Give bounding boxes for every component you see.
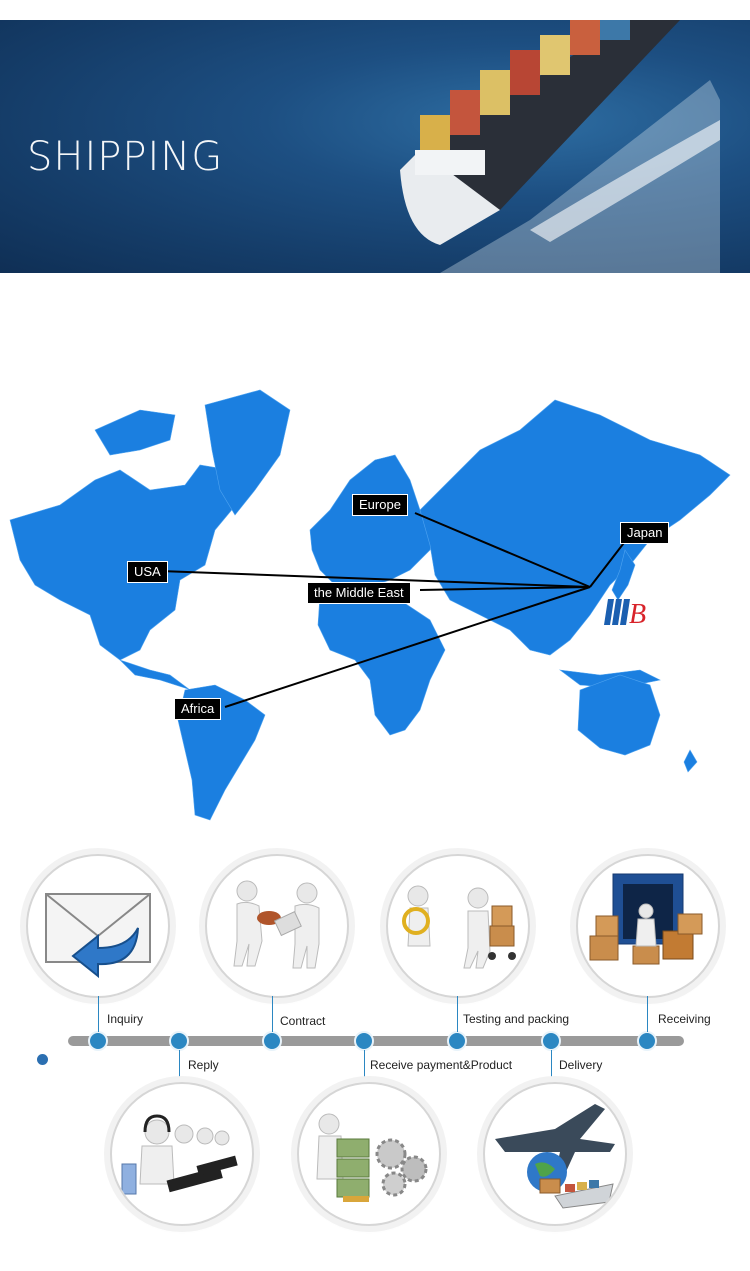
process-timeline: [68, 1036, 684, 1046]
dot-delivery: [541, 1031, 561, 1051]
new-zealand-shape: [683, 749, 698, 773]
dot-inquiry: [88, 1031, 108, 1051]
europe-shape: [309, 454, 441, 591]
timeline-start-dot: [37, 1054, 48, 1065]
container-boxes-icon: [589, 873, 703, 965]
cargo-ship-icon: [400, 20, 720, 273]
banner-title: SHIPPING: [27, 134, 224, 180]
dot-payment: [354, 1031, 374, 1051]
stem-testing: [457, 996, 458, 1032]
magnifier-cart-icon: [402, 885, 516, 969]
step-testing-image: [386, 854, 530, 998]
australia-shape: [577, 674, 661, 756]
label-payment: Receive payment&Product: [370, 1058, 513, 1072]
email-reply-icon: [45, 893, 151, 979]
call-center-icon: [121, 1114, 238, 1195]
label-receiving: Receiving: [658, 1012, 711, 1026]
plane-ship-icon: [495, 1104, 615, 1209]
stem-payment: [364, 1050, 365, 1080]
label-testing: Testing and packing: [463, 1012, 570, 1026]
north-america-shape: [9, 464, 241, 661]
money-gears-icon: [316, 1113, 428, 1202]
dot-testing: [447, 1031, 467, 1051]
handshake-stamp-icon: [233, 880, 320, 969]
world-map: [9, 389, 731, 821]
label-europe: Europe: [352, 494, 408, 516]
step-receiving-image: [576, 854, 720, 998]
company-logo: B: [604, 599, 646, 627]
stem-contract: [272, 996, 273, 1032]
stem-receiving: [647, 996, 648, 1032]
label-middle-east: the Middle East: [307, 582, 411, 604]
step-reply-image: [110, 1082, 254, 1226]
dot-contract: [262, 1031, 282, 1051]
label-reply: Reply: [188, 1058, 219, 1072]
step-payment-image: [297, 1082, 441, 1226]
step-delivery-image: [483, 1082, 627, 1226]
shipping-banner: SHIPPING: [0, 20, 750, 273]
arctic-islands-shape: [94, 409, 176, 456]
stem-reply: [179, 1050, 180, 1080]
label-usa: USA: [127, 561, 168, 583]
label-japan: Japan: [620, 522, 670, 544]
dot-receiving: [637, 1031, 657, 1051]
stem-delivery: [551, 1050, 552, 1080]
africa-shape: [317, 589, 446, 736]
label-contract: Contract: [280, 1014, 326, 1028]
asia-shape: [419, 399, 731, 656]
stem-inquiry: [98, 996, 99, 1032]
label-inquiry: Inquiry: [107, 1012, 144, 1026]
step-inquiry-image: [26, 854, 170, 998]
step-contract-image: [205, 854, 349, 998]
greenland-shape: [204, 389, 291, 516]
logo-letter: B: [629, 599, 646, 627]
label-delivery: Delivery: [559, 1058, 603, 1072]
label-africa: Africa: [174, 698, 222, 720]
dot-reply: [169, 1031, 189, 1051]
